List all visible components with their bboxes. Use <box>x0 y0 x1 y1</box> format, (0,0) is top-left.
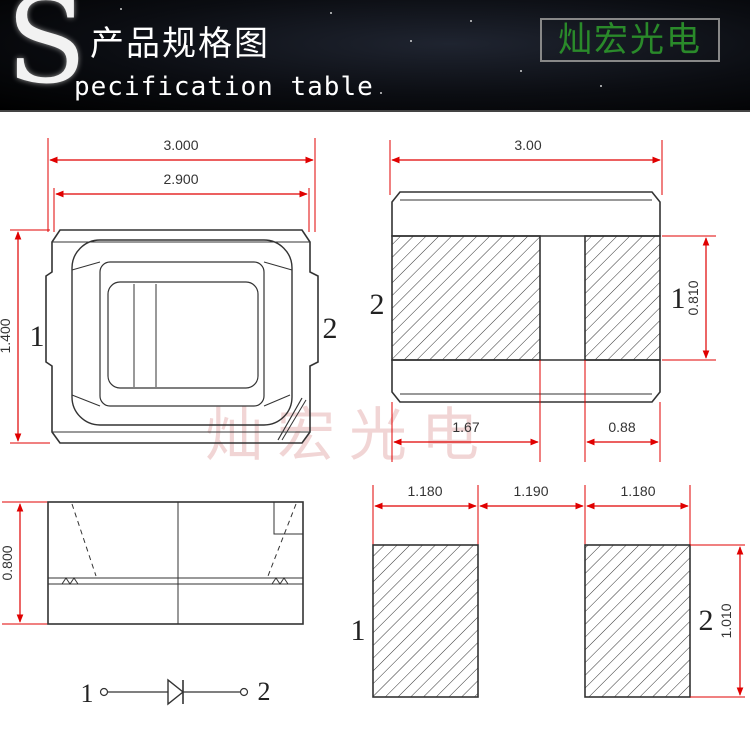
footprint-pin-1: 1 <box>351 614 366 647</box>
symbol-pin-2: 2 <box>258 677 271 706</box>
dim-label-width-inner: 2.900 <box>163 171 198 187</box>
header-banner: S 产品规格图 pecification table 灿宏光电 <box>0 0 750 110</box>
dim-label-footprint-height: 1.010 <box>718 603 734 638</box>
header-divider <box>0 110 750 112</box>
top-view-pin-2: 2 <box>323 312 338 345</box>
bottom-pad-right <box>584 235 661 361</box>
footprint-pin-2: 2 <box>699 604 714 637</box>
dim-label-footprint-gap: 1.190 <box>513 483 548 499</box>
dim-label-height: 1.400 <box>0 318 13 353</box>
dim-label-pad-right: 0.88 <box>608 419 635 435</box>
bottom-pad-left <box>391 235 541 361</box>
dim-label-width: 3.00 <box>514 137 541 153</box>
footprint-view: 1.180 1.190 1.180 1.010 1 2 <box>351 483 745 698</box>
brand-badge: 灿宏光电 <box>540 18 720 62</box>
dim-label-pad-left: 1.67 <box>452 419 479 435</box>
dim-label-footprint-pad2: 1.180 <box>620 483 655 499</box>
dim-label-width-outer: 3.000 <box>163 137 198 153</box>
dim-label-footprint-pad1: 1.180 <box>407 483 442 499</box>
bottom-view-pin-1: 1 <box>671 282 686 315</box>
page-subtitle: pecification table <box>74 72 374 102</box>
diode-symbol: 1 2 <box>81 677 271 708</box>
logo-letter: S <box>6 0 87 110</box>
top-view-pin-1: 1 <box>30 320 45 353</box>
dim-label-pad-height: 0.810 <box>685 280 701 315</box>
page-title: 产品规格图 <box>90 24 270 64</box>
footprint-pad-1 <box>372 544 479 698</box>
dim-label-side-height: 0.800 <box>0 545 15 580</box>
side-view: 0.800 <box>0 501 304 625</box>
diode-triangle-icon <box>167 678 185 706</box>
top-view: 3.000 2.900 1.400 1 2 <box>0 137 338 444</box>
bottom-view: 3.00 0.810 1.67 0.88 2 1 <box>370 137 716 462</box>
bottom-view-pin-2: 2 <box>370 288 385 321</box>
watermark: 灿宏光电 <box>205 401 494 469</box>
symbol-pin-1: 1 <box>81 679 94 708</box>
footprint-pad-2 <box>584 544 691 698</box>
